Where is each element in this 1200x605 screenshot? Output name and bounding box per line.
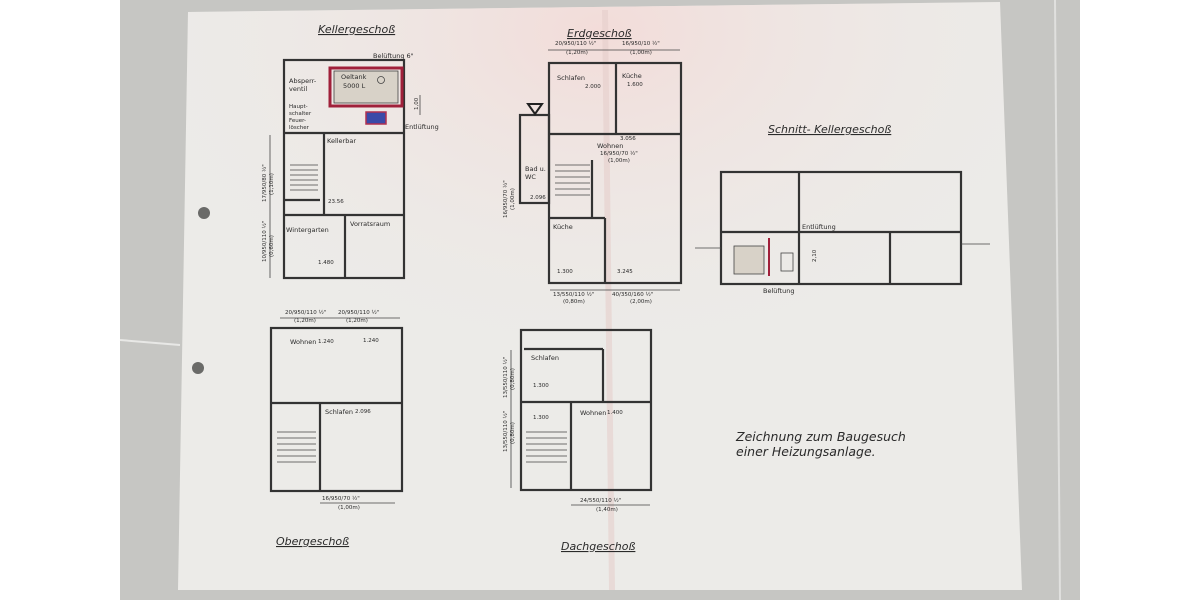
- plan-title: Kellergeschoß: [318, 23, 395, 36]
- svg-text:2.000: 2.000: [585, 84, 601, 90]
- svg-text:Entlüftung: Entlüftung: [802, 223, 836, 231]
- svg-text:Oeltank: Oeltank: [341, 73, 367, 81]
- svg-text:1.300: 1.300: [557, 269, 573, 275]
- plan-title: Obergeschoß: [276, 535, 349, 548]
- plan-title: Schnitt- Kellergeschoß: [768, 123, 891, 136]
- svg-text:(1,20m): (1,20m): [566, 50, 588, 56]
- svg-text:(2,00m): (2,00m): [630, 299, 652, 305]
- svg-text:20/950/110 ½": 20/950/110 ½": [555, 40, 596, 47]
- svg-text:einer Heizungsanlage.: einer Heizungsanlage.: [736, 444, 876, 459]
- svg-text:ventil: ventil: [289, 85, 307, 93]
- plan-obergeschoss: Obergeschoß 20/950/110 ½" (1,20m) 20/950…: [269, 309, 404, 548]
- plan-kellergeschoss: Kellergeschoß Belüftung 6" Oeltank 5000 …: [261, 23, 439, 280]
- svg-text:(1,10m): (1,10m): [269, 173, 275, 195]
- svg-text:Belüftung 6": Belüftung 6": [373, 52, 414, 60]
- svg-text:(1,40m): (1,40m): [596, 507, 618, 513]
- svg-text:WC: WC: [525, 173, 536, 181]
- plan-erdgeschoss: Erdgeschoß 20/950/110 ½" (1,20m) 16/950/…: [502, 27, 683, 305]
- svg-text:Absperr-: Absperr-: [289, 77, 317, 85]
- svg-text:20/950/110 ½": 20/950/110 ½": [285, 309, 326, 316]
- svg-text:1.240: 1.240: [363, 338, 379, 344]
- svg-text:23.56: 23.56: [328, 199, 344, 205]
- svg-text:(1,00m): (1,00m): [338, 505, 360, 511]
- svg-text:(1,00m): (1,00m): [630, 50, 652, 56]
- svg-text:(1,00m): (1,00m): [510, 188, 516, 210]
- svg-text:1.480: 1.480: [318, 260, 334, 266]
- svg-text:13/550/110 ½": 13/550/110 ½": [502, 411, 509, 452]
- svg-text:Kellerbar: Kellerbar: [327, 137, 356, 145]
- svg-text:(0,60m): (0,60m): [269, 235, 275, 257]
- svg-text:2.096: 2.096: [355, 409, 371, 415]
- svg-text:(0,80m): (0,80m): [563, 299, 585, 305]
- svg-text:Zeichnung zum Baugesuch: Zeichnung zum Baugesuch: [735, 429, 906, 444]
- svg-text:Belüftung: Belüftung: [763, 287, 794, 295]
- svg-text:Vorratsraum: Vorratsraum: [350, 220, 390, 228]
- svg-text:5000 L: 5000 L: [343, 82, 366, 90]
- svg-text:Wohnen: Wohnen: [597, 142, 623, 150]
- svg-text:3.056: 3.056: [620, 136, 636, 142]
- svg-text:Entlüftung: Entlüftung: [405, 123, 439, 131]
- svg-text:Wohnen: Wohnen: [290, 338, 316, 346]
- plan-title: Erdgeschoß: [567, 27, 632, 40]
- svg-text:16/950/10 ½": 16/950/10 ½": [622, 40, 660, 47]
- svg-text:20/950/110 ½": 20/950/110 ½": [338, 309, 379, 316]
- punch-hole: [198, 207, 210, 219]
- svg-text:Schlafen: Schlafen: [531, 354, 559, 362]
- svg-text:16/950/70 ½": 16/950/70 ½": [322, 495, 360, 502]
- svg-text:schalter: schalter: [289, 111, 312, 117]
- svg-text:löscher: löscher: [289, 125, 310, 131]
- svg-text:Feuer-: Feuer-: [289, 118, 306, 124]
- svg-text:(1,00m): (1,00m): [608, 158, 630, 164]
- plan-dachgeschoss: Dachgeschoß Schlafen 1.300 Wohnen 1.400 …: [502, 328, 653, 553]
- svg-text:(1,20m): (1,20m): [346, 318, 368, 324]
- svg-text:Wintergarten: Wintergarten: [286, 226, 329, 234]
- svg-text:1.240: 1.240: [318, 339, 334, 345]
- svg-text:Wohnen: Wohnen: [580, 409, 606, 417]
- svg-text:1.400: 1.400: [607, 410, 623, 416]
- svg-text:1.600: 1.600: [627, 82, 643, 88]
- svg-text:Haupt-: Haupt-: [289, 104, 308, 110]
- svg-text:3.245: 3.245: [617, 269, 633, 275]
- punch-hole: [192, 362, 204, 374]
- caption: Zeichnung zum Baugesuch einer Heizungsan…: [735, 429, 906, 459]
- svg-text:40/350/160 ½": 40/350/160 ½": [612, 291, 653, 298]
- plan-title: Dachgeschoß: [561, 540, 635, 553]
- svg-text:24/550/110 ½": 24/550/110 ½": [580, 497, 621, 504]
- svg-text:1,00: 1,00: [414, 97, 420, 110]
- svg-text:1.300: 1.300: [533, 383, 549, 389]
- svg-text:13/550/110 ½": 13/550/110 ½": [502, 357, 509, 398]
- svg-text:13/550/110 ½": 13/550/110 ½": [553, 291, 594, 298]
- svg-text:(1,20m): (1,20m): [294, 318, 316, 324]
- svg-text:1.300: 1.300: [533, 415, 549, 421]
- section-kellergeschoss: Schnitt- Kellergeschoß Entlüftung Belüft…: [695, 123, 990, 295]
- svg-text:Schlafen: Schlafen: [325, 408, 353, 416]
- svg-text:(0,80m): (0,80m): [510, 368, 516, 390]
- svg-text:Küche: Küche: [553, 223, 573, 231]
- svg-text:2.096: 2.096: [530, 195, 546, 201]
- svg-text:16/950/70 ½": 16/950/70 ½": [502, 180, 509, 218]
- svg-text:Küche: Küche: [622, 72, 642, 80]
- boiler: [365, 111, 387, 125]
- svg-text:(0,80m): (0,80m): [510, 422, 516, 444]
- svg-text:16/950/70 ½": 16/950/70 ½": [600, 150, 638, 157]
- svg-text:Schlafen: Schlafen: [557, 74, 585, 82]
- svg-text:17/950/80 ½": 17/950/80 ½": [261, 164, 268, 202]
- svg-text:10/950/110 ½": 10/950/110 ½": [261, 221, 268, 262]
- svg-text:Bad u.: Bad u.: [525, 165, 546, 173]
- svg-text:2,10: 2,10: [812, 249, 818, 262]
